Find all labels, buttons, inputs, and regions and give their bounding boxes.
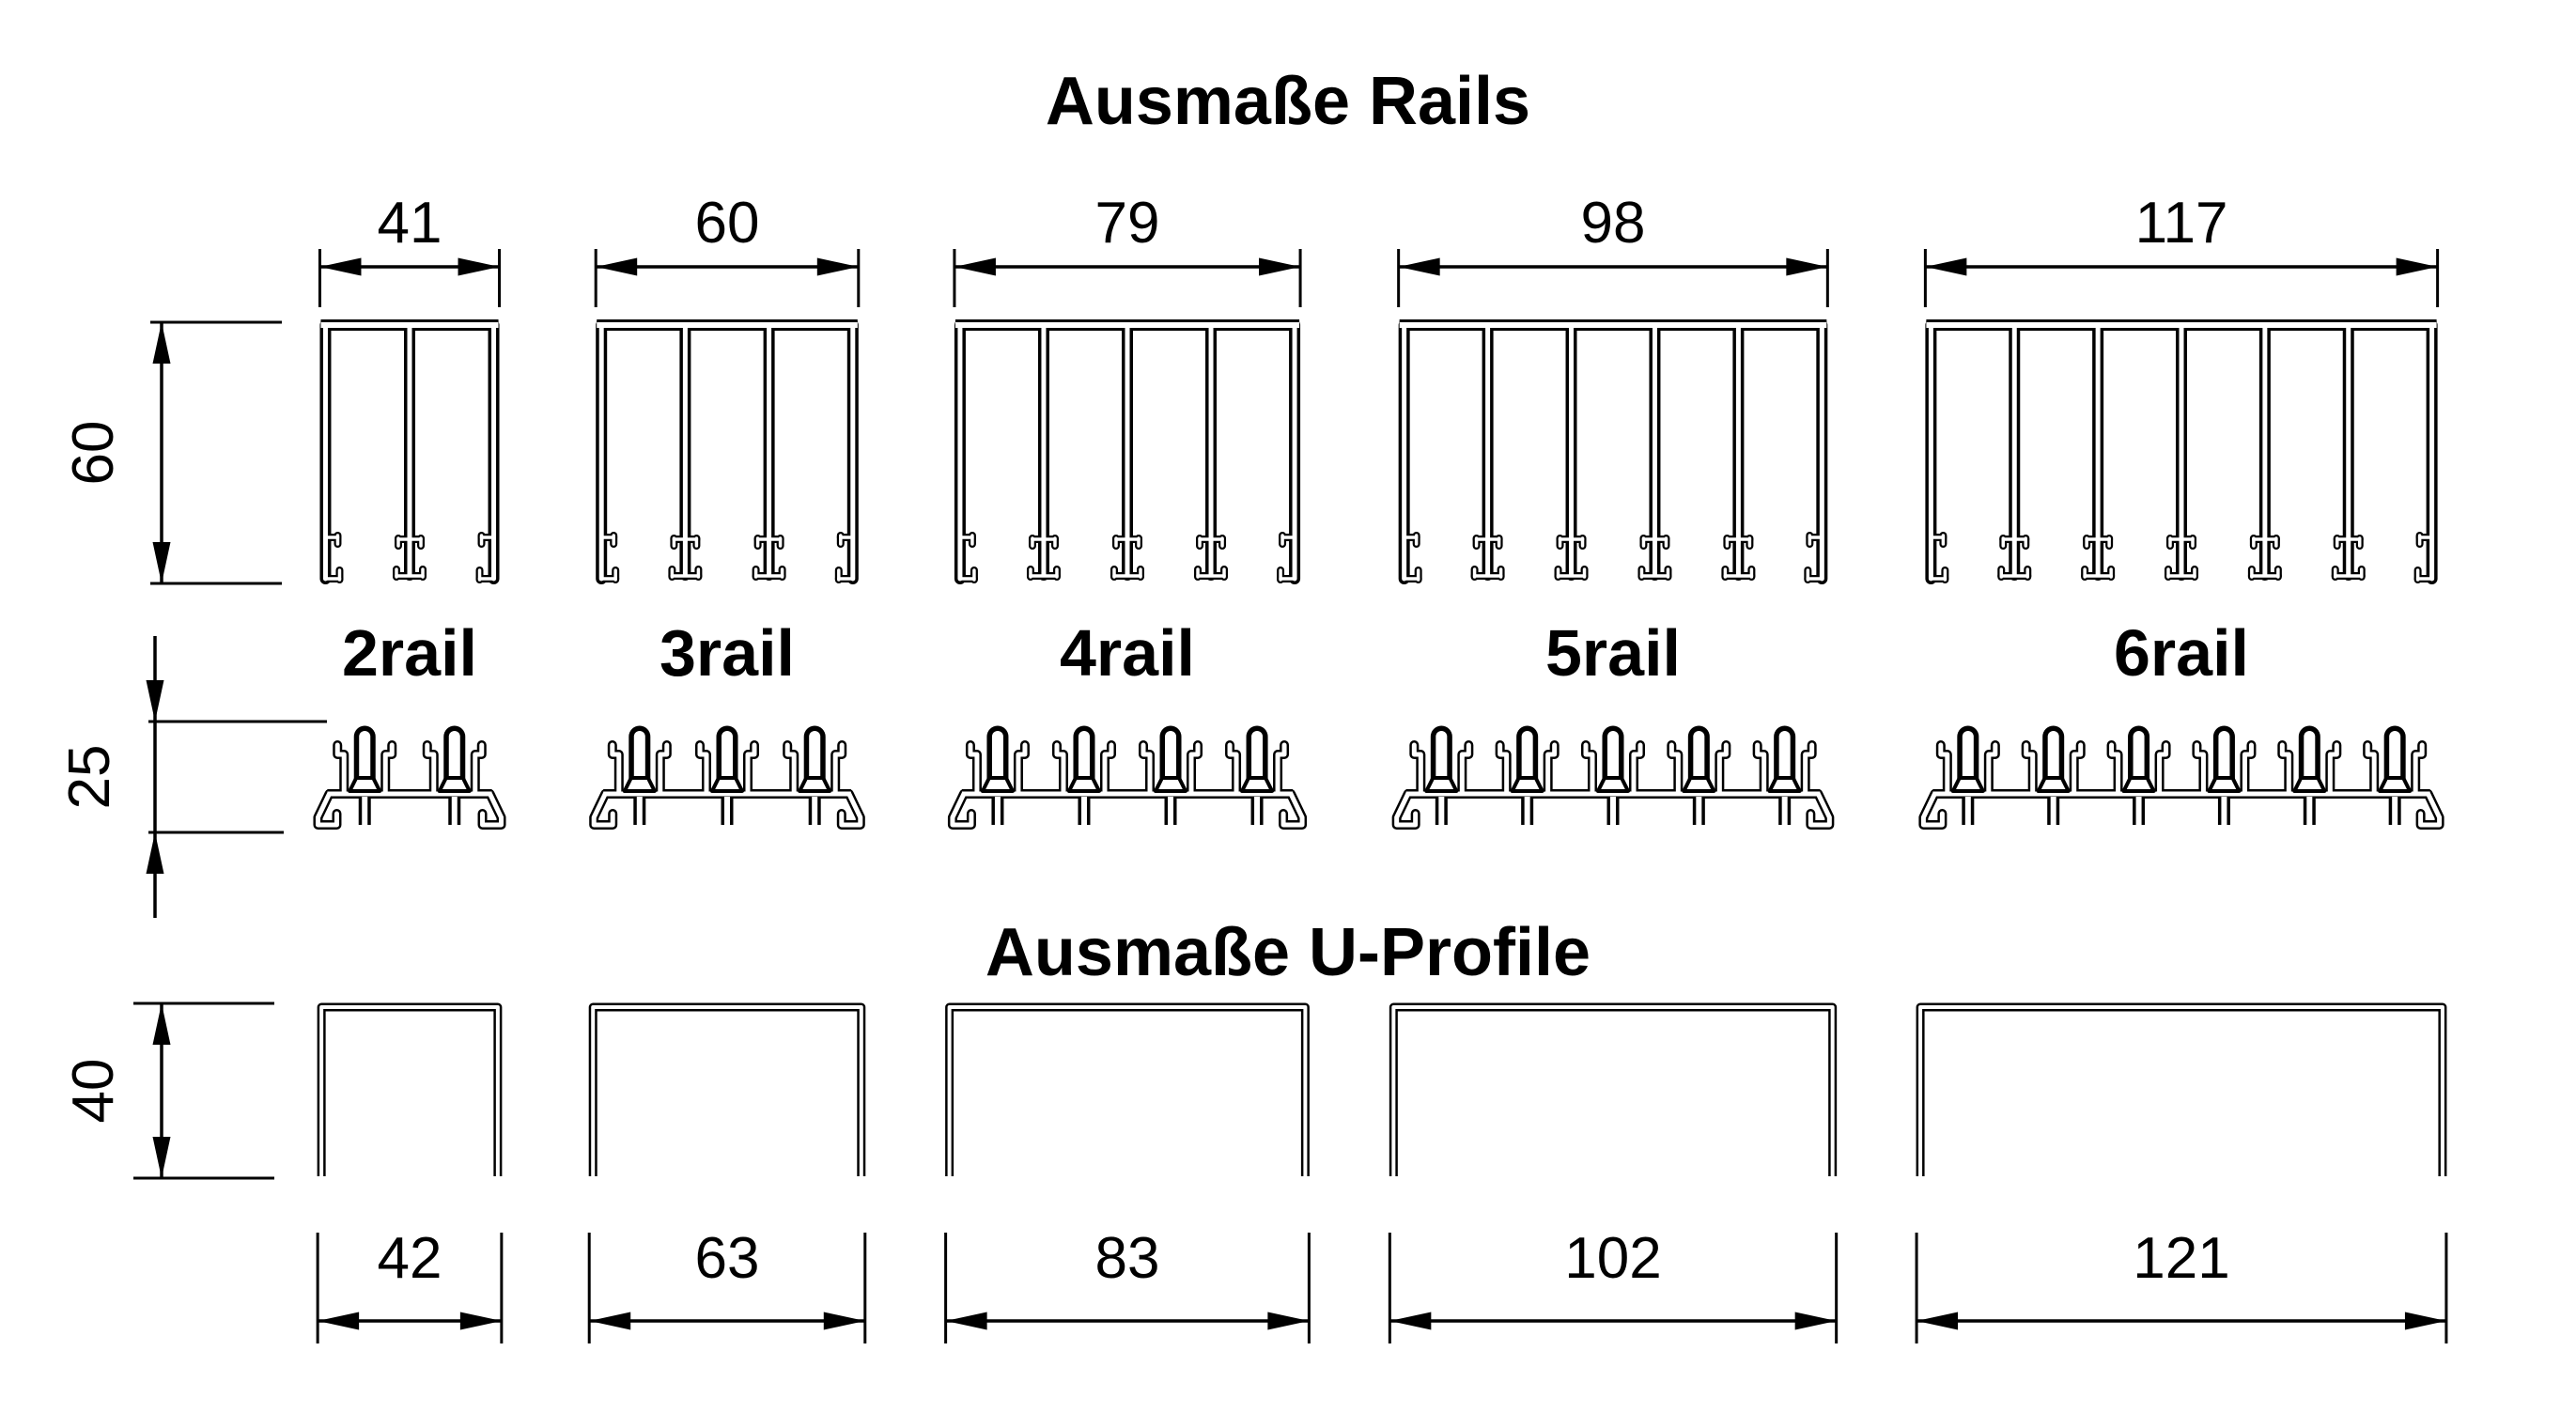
rail-label-4rail: 4rail [1060, 616, 1195, 690]
rail-label-5rail: 5rail [1545, 616, 1681, 690]
u-width-value-4rail: 83 [1095, 1226, 1160, 1291]
u-profile-3rail [588, 1002, 866, 1180]
rail-label-4rail: 4rail [1060, 616, 1195, 690]
u-width-value-6rail: 121 [2133, 1226, 2229, 1291]
rail-profile-2rail [319, 319, 500, 584]
u-width-value-5rail: 102 [1564, 1226, 1661, 1291]
rail-width-value-4rail: 79 [1095, 191, 1160, 256]
guide-height-value: 25 [57, 745, 122, 810]
guide-profile-6rail [1918, 725, 2444, 830]
rail-label-3rail: 3rail [660, 616, 795, 690]
rail-label-6rail: 6rail [2114, 616, 2249, 690]
dim-rail-width-6rail: 117 [1923, 191, 2440, 307]
rail-width-value-5rail: 98 [1581, 191, 1646, 256]
rail-width-value-3rail: 60 [695, 191, 760, 256]
u-profile-5rail [1389, 1002, 1838, 1180]
dim-rail-width-3rail: 60 [594, 191, 861, 307]
dim-guide-height: 25 [57, 636, 327, 918]
rail-label-2rail: 2rail [342, 616, 477, 690]
dim-u-width-2rail: 42 [316, 1226, 504, 1343]
rail-profile-3rail [596, 319, 859, 584]
rail-width-value-6rail: 117 [2135, 191, 2228, 256]
rail-label-5rail: 5rail [1545, 616, 1681, 690]
dim-u-width-6rail: 121 [1915, 1226, 2448, 1343]
dim-rail-width-4rail: 79 [953, 191, 1302, 307]
guide-profile-4rail [947, 725, 1308, 830]
u-width-value-2rail: 42 [378, 1226, 442, 1291]
guide-profile-2rail [313, 725, 506, 830]
dim-u-width-4rail: 83 [944, 1226, 1311, 1343]
u-profile-2rail [317, 1002, 503, 1180]
dim-rail-width-2rail: 41 [318, 191, 502, 307]
u-profile-6rail [1916, 1002, 2447, 1180]
dim-u-width-5rail: 102 [1388, 1226, 1839, 1343]
rail-label-3rail: 3rail [660, 616, 795, 690]
u-width-value-3rail: 63 [695, 1226, 760, 1291]
rail-label-2rail: 2rail [342, 616, 477, 690]
u-profile-4rail [945, 1002, 1310, 1180]
rail-width-value-2rail: 41 [378, 191, 442, 256]
rail-height-value: 60 [61, 421, 126, 486]
rail-profile-6rail [1925, 319, 2438, 584]
rails-section-title: Ausmaße Rails [1045, 64, 1531, 139]
rail-profile-4rail [954, 319, 1301, 584]
dim-u-height: 40 [61, 1002, 274, 1180]
guide-profile-5rail [1391, 725, 1835, 830]
u-height-value: 40 [61, 1059, 126, 1124]
guide-profile-3rail [589, 725, 865, 830]
rail-label-6rail: 6rail [2114, 616, 2249, 690]
dim-rail-width-5rail: 98 [1397, 191, 1829, 307]
dim-u-width-3rail: 63 [587, 1226, 867, 1343]
u-profile-section-title: Ausmaße U-Profile [985, 915, 1591, 990]
dim-rail-height: 60 [61, 320, 282, 585]
rail-profile-5rail [1398, 319, 1828, 584]
